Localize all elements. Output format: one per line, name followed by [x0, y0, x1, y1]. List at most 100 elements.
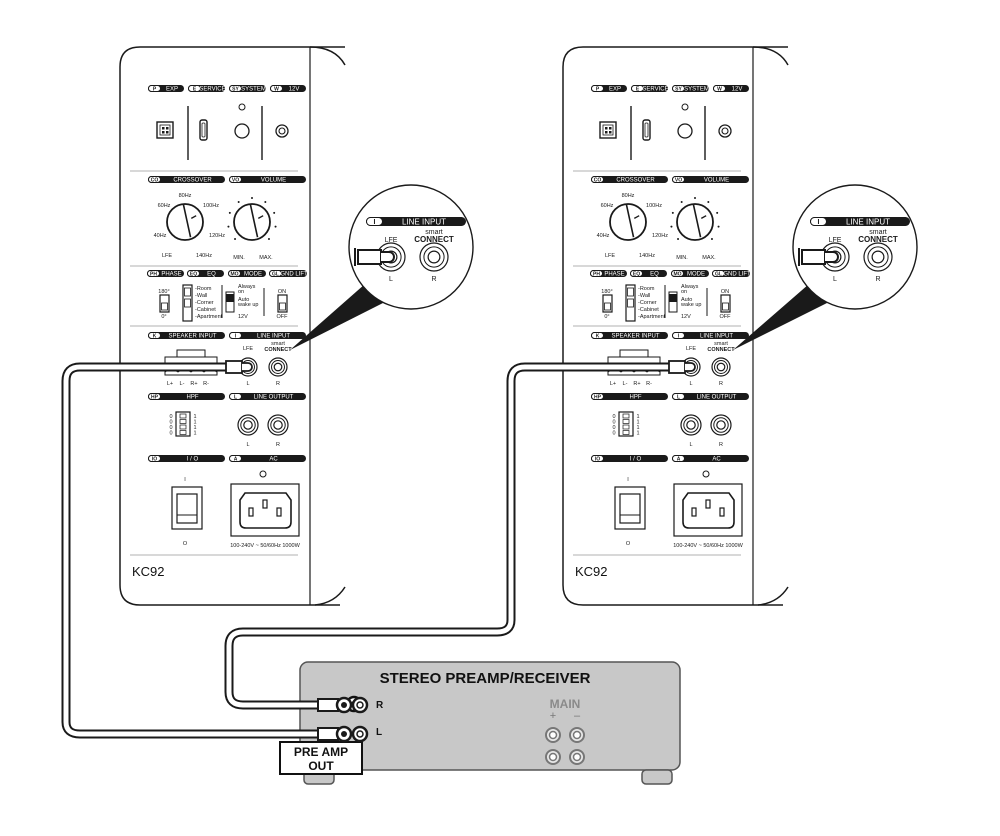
main-label: MAIN	[550, 697, 581, 711]
section-code: I	[678, 333, 680, 339]
volume-dot	[680, 201, 683, 204]
cabinet-bottom-curve	[757, 586, 789, 606]
crossover-knob	[609, 203, 647, 241]
section-code-badge	[591, 85, 604, 92]
callout-title: LINE INPUT	[402, 218, 446, 227]
model-label: KC92	[132, 564, 165, 579]
volume-min-label: MIN.	[676, 255, 688, 261]
section-code: L	[234, 394, 237, 400]
rca-ring	[423, 246, 445, 268]
section-code-badge	[187, 270, 200, 277]
section-code: SY	[675, 86, 682, 92]
callout-circle	[348, 184, 474, 310]
main-plus-label: +	[550, 710, 556, 722]
section-name: CROSSOVER	[616, 177, 655, 183]
section-code-badge	[671, 270, 684, 277]
section-code-badge	[591, 455, 604, 462]
volume-knob	[233, 203, 271, 241]
section-label-bar	[229, 332, 306, 339]
section-code-badge	[672, 176, 685, 183]
section-label-bar	[672, 455, 749, 462]
section-code-badge	[590, 270, 603, 277]
section-code-badge	[148, 85, 161, 92]
volume-dot	[671, 211, 674, 214]
section-name: AC	[269, 456, 278, 462]
hpf-off-label: 0	[612, 431, 615, 437]
section-label-bar	[148, 332, 225, 339]
section-code: PH	[150, 271, 157, 277]
knob-pointer	[182, 203, 192, 238]
ac-led-icon	[259, 470, 267, 478]
callout-l-label: L	[389, 276, 393, 283]
section-label-bar	[148, 393, 225, 400]
section-label-bar	[591, 393, 668, 400]
volume-max-label: MAX.	[702, 255, 716, 261]
section-name: EQ	[207, 271, 216, 277]
hpf-on-label: 1	[636, 420, 639, 426]
preamp-out-label-line1: PRE AMP	[294, 745, 348, 759]
section-name: MODE	[244, 271, 262, 277]
section-code: K	[596, 333, 600, 339]
service-usb-port-icon	[642, 119, 651, 141]
ac-power-inlet	[230, 483, 300, 537]
power-switch	[614, 486, 646, 530]
knob-body	[676, 203, 714, 241]
lfe-label: LFE	[243, 346, 253, 352]
volume-dot	[670, 225, 673, 228]
section-name: EQ	[650, 271, 659, 277]
rca-ring	[683, 417, 699, 433]
crossover-tick-label: 40Hz	[154, 233, 167, 239]
lfe-label: LFE	[686, 346, 696, 352]
mode-option-auto: Auto	[238, 297, 249, 303]
section-code: IO	[595, 456, 600, 462]
cabinet-top-curve	[752, 46, 789, 66]
section-name: EXP	[166, 86, 178, 92]
cable-right-sub-to-preamp-r	[224, 362, 683, 710]
section-name: I / O	[187, 456, 199, 462]
power-off-mark: O	[626, 541, 631, 547]
speaker-terminal-label: R+	[190, 381, 197, 387]
knob-body	[233, 203, 271, 241]
section-code: GL	[715, 271, 722, 277]
line-input-r-label: R	[276, 381, 280, 387]
callout-r-label: R	[431, 276, 436, 283]
volume-dot	[267, 237, 270, 240]
section-code: MO	[230, 271, 238, 277]
label-ac: A AC	[229, 455, 306, 462]
knob-body	[609, 203, 647, 241]
cabinet-top-edge	[562, 46, 788, 68]
phase-180-label: 180°	[601, 289, 612, 295]
stereo-receiver: STEREO PREAMP/RECEIVER R L PRE AMP OUT M…	[279, 661, 681, 785]
section-name: LINE OUTPUT	[697, 394, 737, 400]
hpf-on-label: 1	[636, 431, 639, 437]
rca-plug-right-sub	[668, 360, 696, 374]
section-code-badge	[269, 270, 282, 277]
rca-ring	[271, 360, 285, 374]
section-code: W	[717, 86, 722, 92]
system-button-icon	[234, 123, 250, 139]
crossover-tick-label: 120Hz	[209, 233, 225, 239]
section-name: HPF	[187, 394, 199, 400]
rca-center	[427, 250, 441, 264]
gnd-lift-off-label: OFF	[720, 314, 732, 320]
section-code: E	[193, 86, 197, 92]
eq-option-label: -Cabinet	[195, 307, 216, 313]
section-label-bar	[591, 332, 668, 339]
preamp-label-l: L	[376, 727, 382, 738]
rca-center	[686, 420, 696, 430]
section-label-bar	[672, 393, 749, 400]
section-code: A	[234, 456, 238, 462]
cabinet-top-curve	[309, 46, 346, 66]
hpf-on-label: 1	[193, 414, 196, 420]
